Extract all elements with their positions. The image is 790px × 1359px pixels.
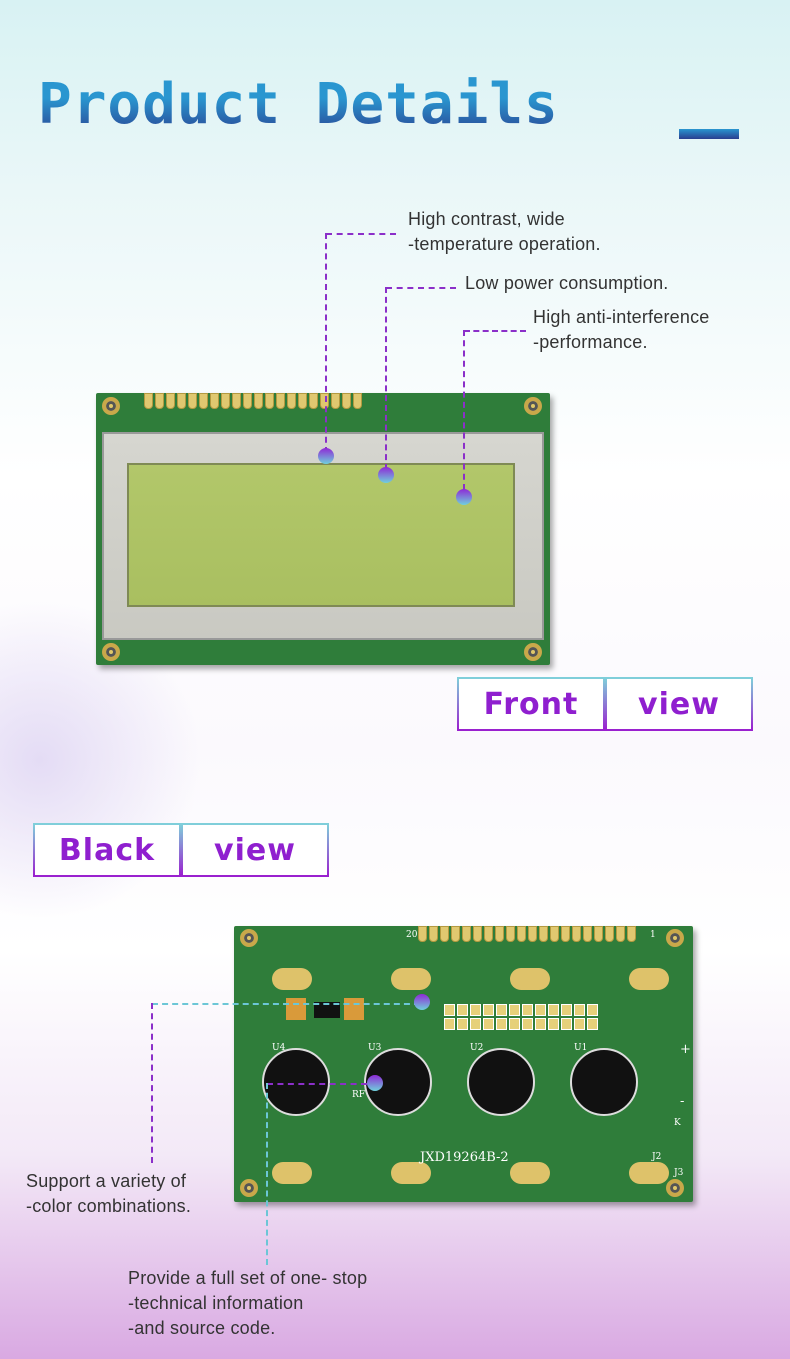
pin-label: 1 xyxy=(650,930,656,940)
cob-chip xyxy=(570,1048,638,1116)
mount-hole xyxy=(102,397,120,415)
pin-label: K xyxy=(674,1118,681,1128)
pin-label: J2 xyxy=(652,1152,662,1162)
feature-note-1: High contrast, wide -temperature operatio… xyxy=(408,207,601,257)
note-line: Provide a full set of one- stop xyxy=(128,1268,368,1288)
mount-hole xyxy=(524,397,542,415)
capacitor xyxy=(286,998,306,1020)
ic-chip xyxy=(314,1002,340,1018)
mount-hole xyxy=(240,1179,258,1197)
mount-hole xyxy=(102,643,120,661)
bezel-tab xyxy=(272,968,312,990)
bezel-tab xyxy=(391,1162,431,1184)
view-label: view xyxy=(605,677,753,731)
note-line: High contrast, wide xyxy=(408,209,565,229)
leader-line xyxy=(151,1003,153,1163)
feature-note-5: Provide a full set of one- stop -technica… xyxy=(128,1266,367,1341)
lcd-screen xyxy=(127,463,515,607)
feature-note-4: Support a variety of -color combinations. xyxy=(26,1169,191,1219)
minus-label: - xyxy=(680,1094,685,1109)
feature-marker xyxy=(318,448,334,464)
back-pcb: 20 1 U4 U3 U2 U1 RF JXD19264B-2 + - K J2… xyxy=(234,926,693,1202)
chip-label: U4 xyxy=(272,1043,286,1053)
leader-line xyxy=(386,287,456,289)
board-model-label: JXD19264B-2 xyxy=(420,1150,509,1165)
leader-line xyxy=(463,330,465,490)
pin-label: 20 xyxy=(406,930,418,940)
leader-line xyxy=(152,1003,420,1005)
feature-marker xyxy=(367,1075,383,1091)
feature-marker xyxy=(414,994,430,1010)
bezel-tab xyxy=(272,1162,312,1184)
cob-chip xyxy=(262,1048,330,1116)
leader-line xyxy=(326,233,396,235)
front-lcd-module xyxy=(96,393,550,665)
leader-line xyxy=(325,233,327,453)
note-line: -temperature operation. xyxy=(408,234,601,254)
cob-chip xyxy=(467,1048,535,1116)
feature-marker xyxy=(378,467,394,483)
plus-label: + xyxy=(680,1042,691,1057)
bezel-tab xyxy=(629,1162,669,1184)
mount-hole xyxy=(524,643,542,661)
feature-marker xyxy=(456,489,472,505)
bezel-tab xyxy=(629,968,669,990)
pad-array xyxy=(444,1004,598,1030)
title-accent-bar xyxy=(679,129,739,139)
black-label: Black xyxy=(33,823,181,877)
note-line: -performance. xyxy=(533,332,648,352)
mount-hole xyxy=(666,929,684,947)
component-label: RF xyxy=(352,1090,366,1100)
mount-hole xyxy=(666,1179,684,1197)
page-title: Product Details xyxy=(38,72,559,137)
bezel-tab xyxy=(510,968,550,990)
feature-note-3: High anti-interference -performance. xyxy=(533,305,710,355)
feature-note-2: Low power consumption. xyxy=(465,271,669,296)
bezel-tab xyxy=(391,968,431,990)
note-line: -technical information xyxy=(128,1293,304,1313)
chip-label: U3 xyxy=(368,1043,382,1053)
leader-line xyxy=(464,330,526,332)
front-label: Front xyxy=(457,677,605,731)
leader-line xyxy=(267,1083,367,1085)
pin-label: J3 xyxy=(674,1168,684,1178)
note-line: High anti-interference xyxy=(533,307,710,327)
view-label: view xyxy=(181,823,329,877)
leader-line xyxy=(385,287,387,470)
chip-label: U2 xyxy=(470,1043,484,1053)
pin-header xyxy=(418,926,636,942)
note-line: Low power consumption. xyxy=(465,273,669,293)
mount-hole xyxy=(240,929,258,947)
bezel-tab xyxy=(510,1162,550,1184)
pin-header xyxy=(144,393,362,409)
leader-line xyxy=(266,1083,268,1265)
note-line: Support a variety of xyxy=(26,1171,187,1191)
note-line: -color combinations. xyxy=(26,1196,192,1216)
note-line: -and source code. xyxy=(128,1318,276,1338)
chip-label: U1 xyxy=(574,1043,588,1053)
capacitor xyxy=(344,998,364,1020)
